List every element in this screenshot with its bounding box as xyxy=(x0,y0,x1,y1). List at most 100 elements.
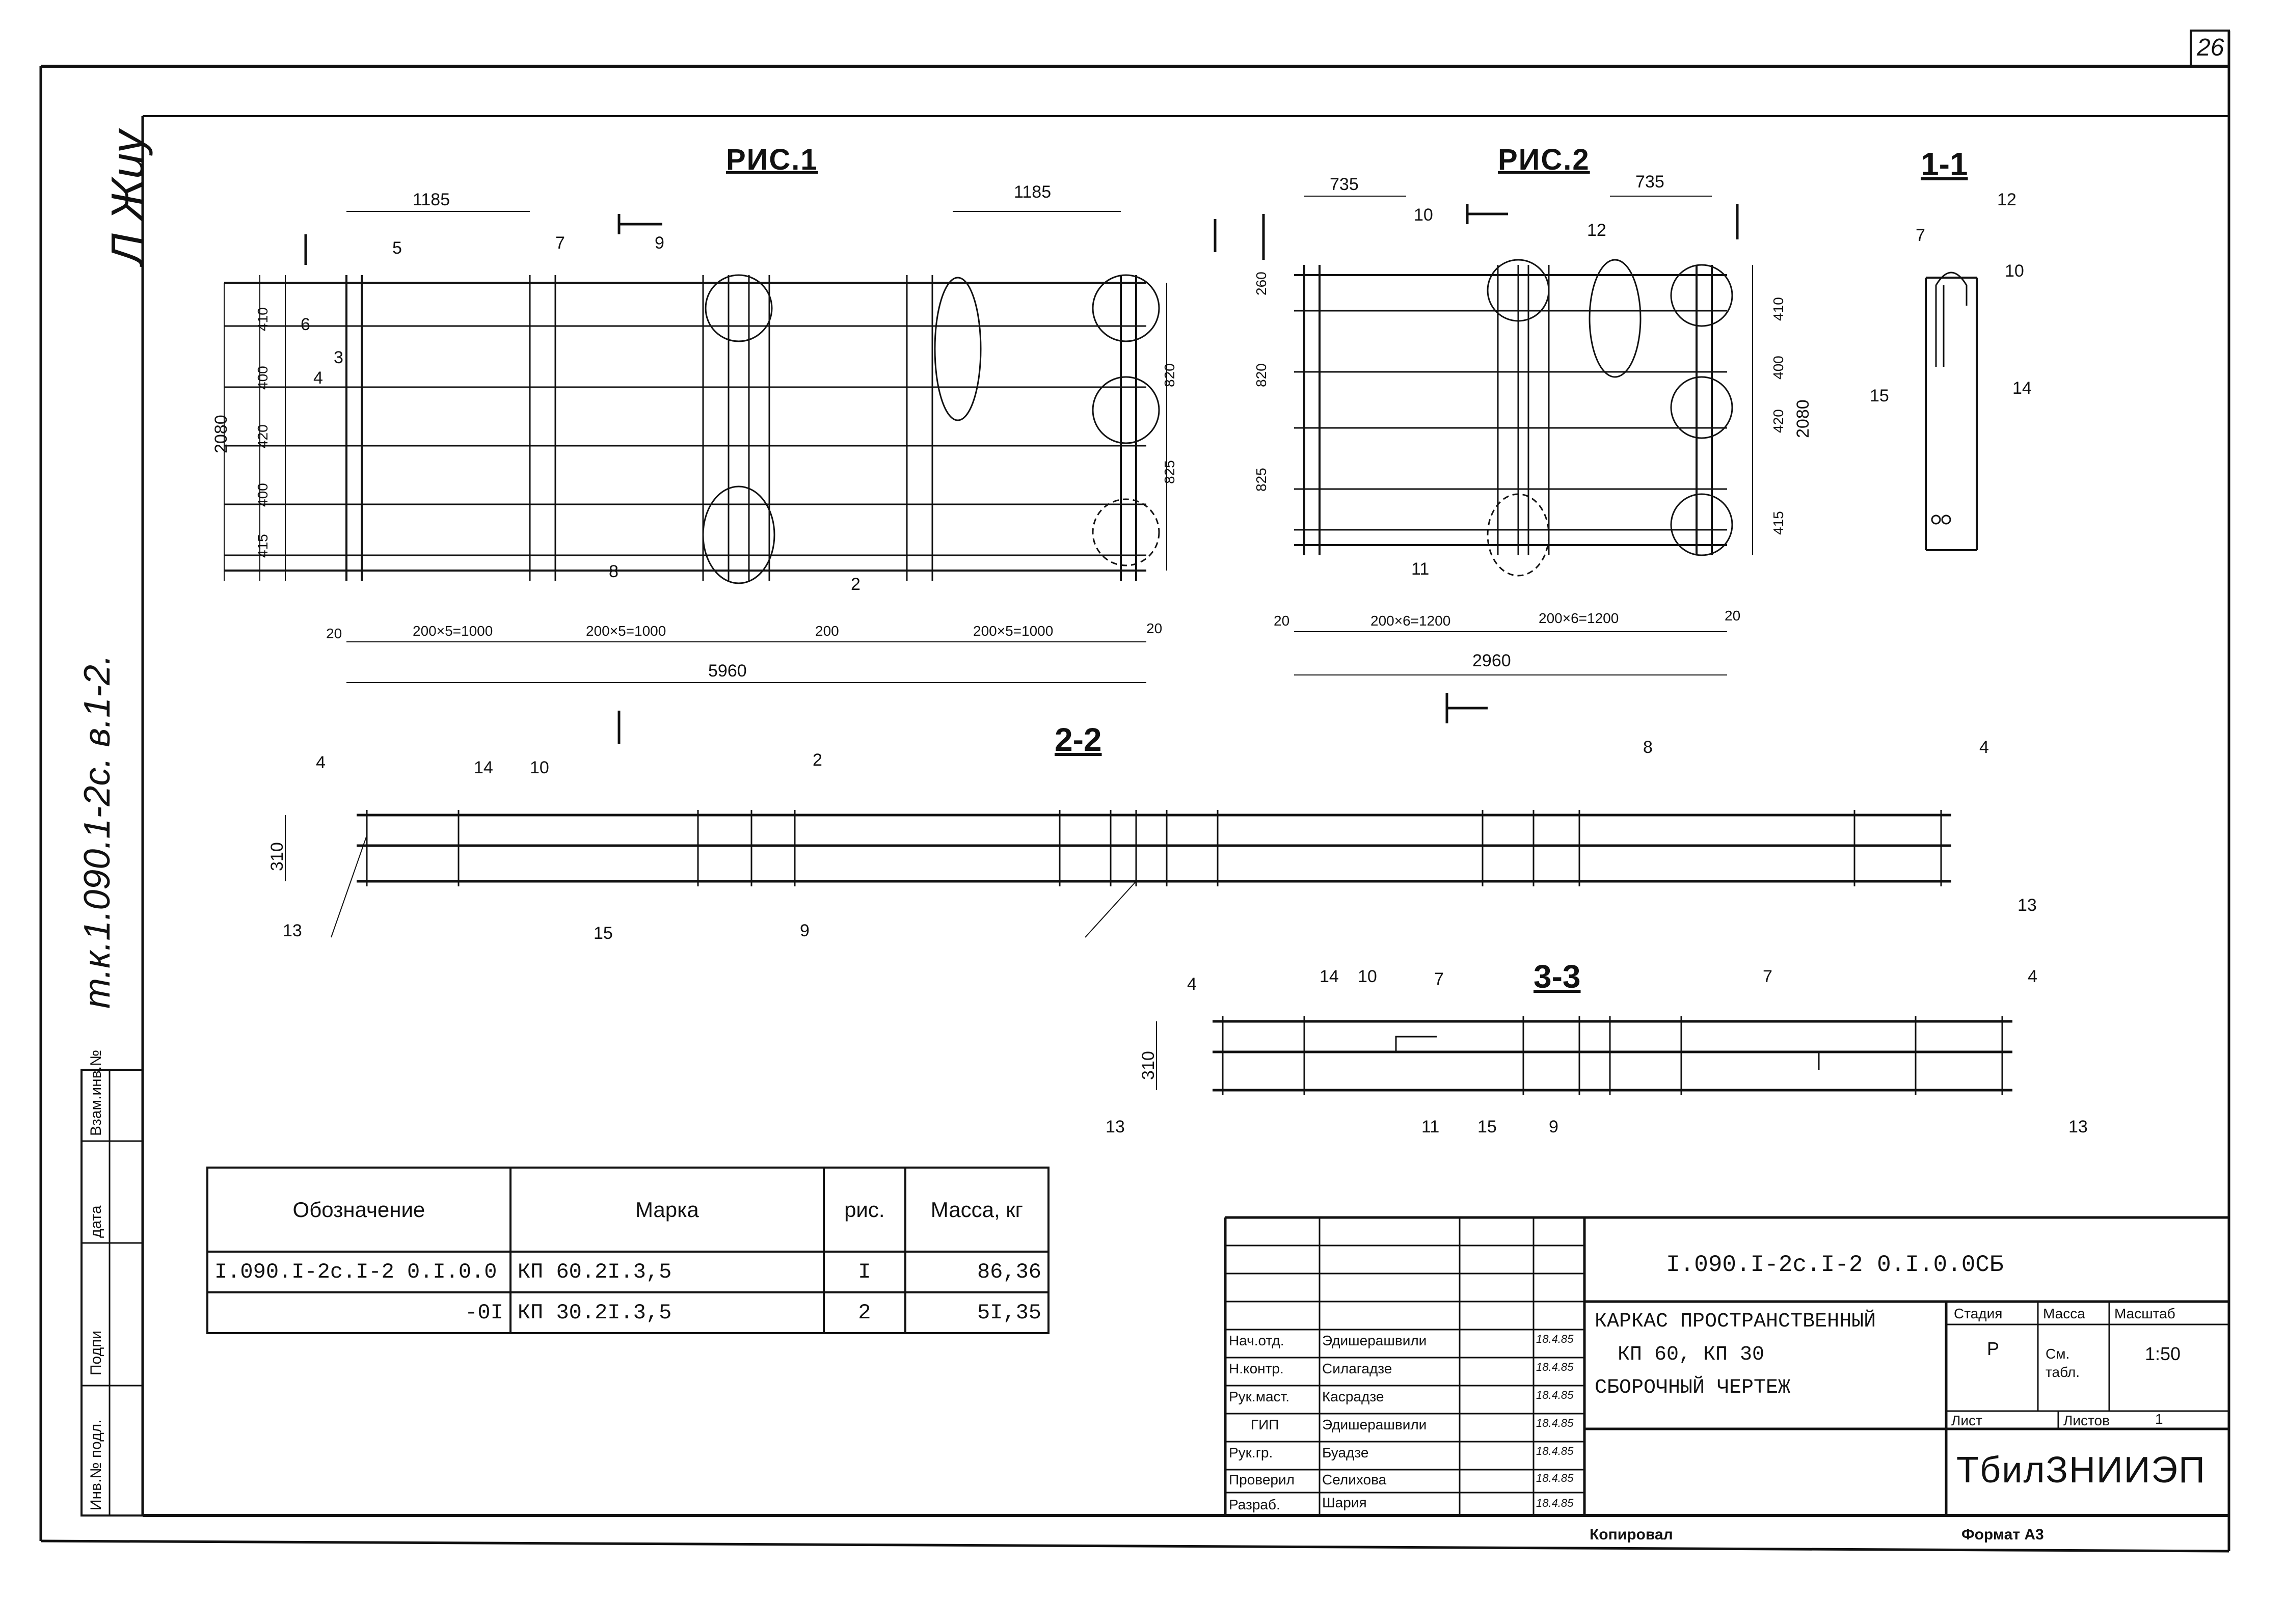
signer-name-7: Шария xyxy=(1322,1495,1367,1510)
sec11-pos-7: 7 xyxy=(1916,226,1925,245)
spec-mass-2: 5I,35 xyxy=(904,1291,1050,1334)
pos-mark-3: 3 xyxy=(334,348,343,367)
spec-header-fig: рис. xyxy=(822,1167,906,1253)
sheets-value: 1 xyxy=(2155,1411,2163,1427)
signer-date-2: 18.4.85 xyxy=(1536,1361,1574,1373)
pos-mark-9: 9 xyxy=(655,233,664,253)
fig2-top-left-dim: 735 xyxy=(1330,175,1359,194)
sec22-pos-4b: 4 xyxy=(1979,738,1989,757)
signer-date-7: 18.4.85 xyxy=(1536,1497,1574,1509)
spec-row: -0I КП 30.2I.3,5 2 5I,35 xyxy=(206,1291,1050,1334)
sec22-pos-8: 8 xyxy=(1643,738,1653,757)
sec22-pos-10: 10 xyxy=(530,758,549,777)
drawing-name-line-3: СБОРОЧНЫЙ ЧЕРТЕЖ xyxy=(1595,1376,1791,1399)
fig2-chain-4: 200×6=1200 xyxy=(1370,613,1451,629)
fig2-overall-dim: 2960 xyxy=(1472,651,1511,670)
fig1-chain-18: 20 xyxy=(1146,620,1163,636)
fig1-chain-11: 200 xyxy=(815,623,839,639)
fig1-chain-4: 200×5=1000 xyxy=(413,623,493,639)
fig2-chain-8: 20 xyxy=(1725,608,1741,624)
sheets-label: Листов xyxy=(2063,1413,2110,1428)
sec33-pos-13b: 13 xyxy=(2068,1117,2088,1136)
fig1-chain-1: 20 xyxy=(326,626,342,641)
spec-table: Обозначение Марка рис. Масса, кг I.090.I… xyxy=(206,1167,1050,1334)
signer-role-7: Разраб. xyxy=(1229,1497,1280,1512)
stage-label: Стадия xyxy=(1954,1306,2003,1321)
spec-designation-2: -0I xyxy=(206,1291,512,1334)
spec-fig-1: I xyxy=(822,1251,906,1293)
mass-label: Масса xyxy=(2043,1306,2085,1321)
signer-name-3: Касрадзе xyxy=(1322,1389,1384,1404)
pos-mark-11: 11 xyxy=(1411,559,1430,579)
sec33-pos-10: 10 xyxy=(1358,967,1377,986)
signer-date-4: 18.4.85 xyxy=(1536,1417,1574,1429)
signer-role-4: ГИП xyxy=(1251,1417,1279,1432)
sec33-pos-11: 11 xyxy=(1421,1117,1440,1136)
sec33-pos-15: 15 xyxy=(1477,1117,1497,1136)
spec-row: I.090.I-2с.I-2 0.I.0.0 КП 60.2I.3,5 I 86… xyxy=(206,1251,1050,1293)
spec-header-designation: Обозначение xyxy=(206,1167,512,1253)
signer-role-6: Проверил xyxy=(1229,1472,1295,1487)
spec-mark-2: КП 30.2I.3,5 xyxy=(509,1291,825,1334)
sec33-pos-4b: 4 xyxy=(2028,967,2037,986)
pos-mark-6: 6 xyxy=(301,315,310,334)
spec-header-mark: Марка xyxy=(509,1167,825,1253)
fig2-top-right-dim: 735 xyxy=(1635,172,1664,192)
section-2-2-title: 2-2 xyxy=(1055,721,1102,758)
sec33-pos-4a: 4 xyxy=(1187,975,1197,994)
spec-mass-1: 86,36 xyxy=(904,1251,1050,1293)
pos-mark-12: 12 xyxy=(1587,221,1606,240)
footer-copied: Копировал xyxy=(1590,1526,1673,1543)
sec11-pos-14: 14 xyxy=(2012,378,2032,398)
fig1-top-right-dim: 1185 xyxy=(1014,182,1052,202)
sec33-pos-13a: 13 xyxy=(1106,1117,1125,1136)
fig1-overall-dim: 5960 xyxy=(708,661,747,681)
signer-role-2: Н.контр. xyxy=(1229,1361,1284,1376)
fig1-top-left-dim: 1185 xyxy=(413,190,450,209)
signer-date-5: 18.4.85 xyxy=(1536,1445,1574,1457)
sec33-pos-7a: 7 xyxy=(1434,969,1444,989)
sheet-number: 26 xyxy=(2197,34,2224,61)
signer-date-3: 18.4.85 xyxy=(1536,1389,1574,1401)
signer-date-6: 18.4.85 xyxy=(1536,1472,1574,1484)
scale-value: 1:50 xyxy=(2145,1343,2181,1364)
signer-name-4: Эдишерашвили xyxy=(1322,1417,1427,1432)
section-3-3-title: 3-3 xyxy=(1534,958,1581,995)
pos-mark-10: 10 xyxy=(1414,205,1433,225)
fig2-chain-1: 20 xyxy=(1274,613,1290,629)
fig1-chain-7: 200×5=1000 xyxy=(586,623,666,639)
signer-role-5: Рук.гр. xyxy=(1229,1445,1273,1460)
sec11-pos-15: 15 xyxy=(1870,386,1889,405)
sec11-pos-10: 10 xyxy=(2005,261,2024,281)
pos-mark-7: 7 xyxy=(555,233,565,253)
fig2-title: РИС.2 xyxy=(1498,143,1590,176)
sec22-pos-14: 14 xyxy=(474,758,493,777)
drawing-name-line-2: КП 60, КП 30 xyxy=(1618,1343,1765,1366)
signer-name-6: Селихова xyxy=(1322,1472,1387,1487)
spec-mark-1: КП 60.2I.3,5 xyxy=(509,1251,825,1293)
spec-designation-1: I.090.I-2с.I-2 0.I.0.0 xyxy=(206,1251,512,1293)
signer-name-2: Силагадзе xyxy=(1322,1361,1392,1376)
scale-label: Масштаб xyxy=(2114,1306,2175,1321)
signer-name-5: Буадзе xyxy=(1322,1445,1369,1460)
footer-format: Формат А3 xyxy=(1961,1526,2044,1543)
sec33-pos-9: 9 xyxy=(1549,1117,1558,1136)
signer-date-1: 18.4.85 xyxy=(1536,1333,1574,1345)
spec-header-mass: Масса, кг xyxy=(904,1167,1050,1253)
doc-number: I.090.I-2с.I-2 0.I.0.0СБ xyxy=(1666,1252,2004,1278)
sec22-pos-4a: 4 xyxy=(316,753,326,772)
mass-value: См. табл. xyxy=(2046,1346,2080,1381)
section-1-1-title: 1-1 xyxy=(1921,146,1968,182)
sec22-pos-2: 2 xyxy=(813,750,822,770)
organization-name: ТбилЗНИИЭП xyxy=(1956,1450,2206,1491)
sec11-pos-12: 12 xyxy=(1997,190,2016,209)
sec33-pos-14: 14 xyxy=(1320,967,1339,986)
stage-value: Р xyxy=(1987,1338,2000,1359)
